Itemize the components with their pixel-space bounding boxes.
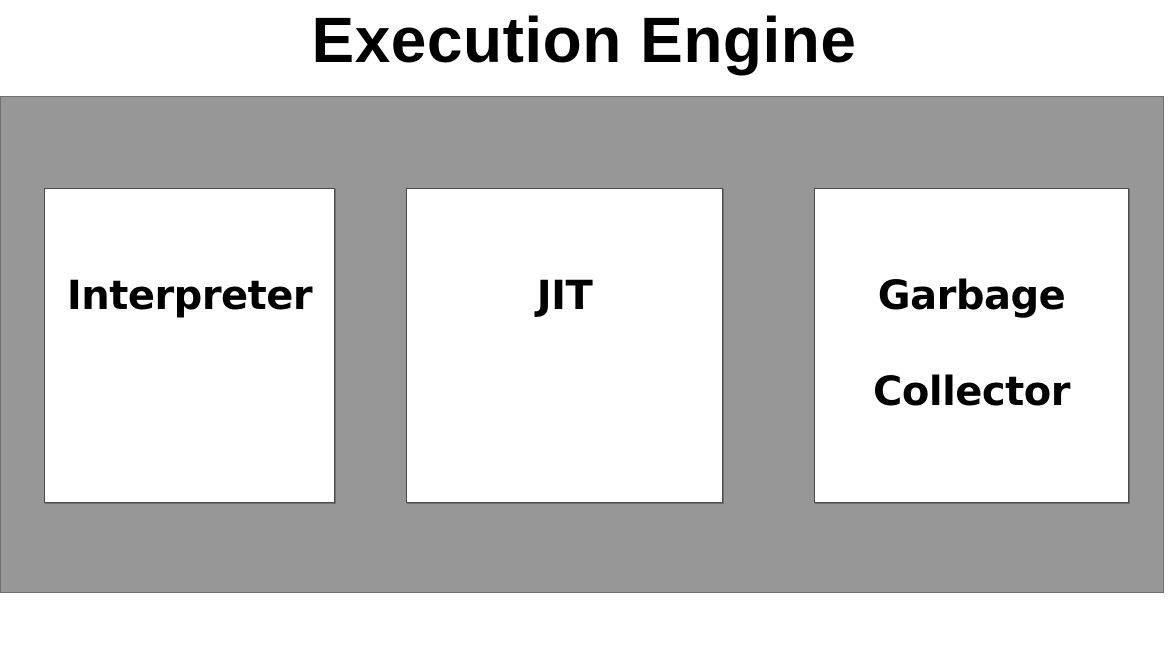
interpreter-box: Interpreter bbox=[44, 188, 335, 503]
diagram-title: Execution Engine bbox=[311, 4, 857, 76]
interpreter-label: Interpreter bbox=[66, 273, 313, 319]
jit-label: JIT bbox=[536, 273, 593, 319]
jit-box: JIT bbox=[406, 188, 723, 503]
garbage-collector-label-line1: Garbage bbox=[877, 273, 1066, 319]
garbage-collector-label-line2: Collector bbox=[873, 369, 1070, 415]
garbage-collector-box: Garbage Collector bbox=[814, 188, 1129, 503]
